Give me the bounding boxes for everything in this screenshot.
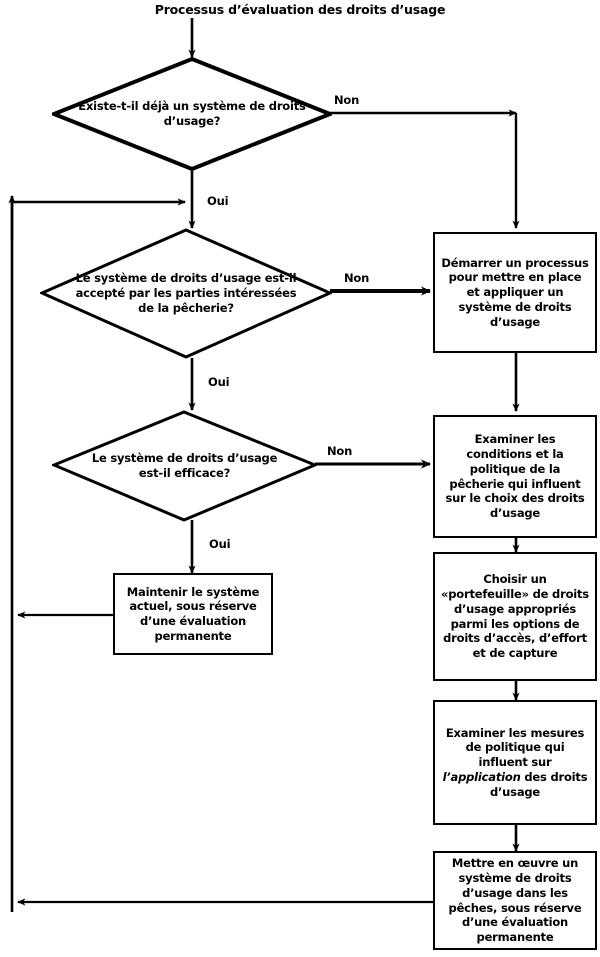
- process-choose-portfolio[interactable]: Choisir un «portefeuille» de droits d’us…: [433, 552, 597, 681]
- decision-d1-shape: [52, 57, 332, 171]
- process-implement[interactable]: Mettre en œuvre un système de droits d’u…: [433, 851, 597, 950]
- process-examine-policy-emphasis: l’application: [442, 769, 521, 784]
- process-choose-portfolio-label: Choisir un «portefeuille» de droits d’us…: [441, 572, 589, 660]
- decision-d2-shape: [40, 228, 332, 359]
- edge-label-d1-no: Non: [334, 93, 360, 107]
- edge-label-d2-yes: Oui: [208, 375, 230, 389]
- process-implement-label: Mettre en œuvre un système de droits d’u…: [448, 856, 582, 944]
- process-examine-policy-label: Examiner les mesures de politique qui in…: [441, 726, 589, 800]
- process-start-label: Démarrer un processus pour mettre en pla…: [441, 255, 589, 329]
- edge-label-d3-yes: Oui: [209, 537, 231, 551]
- process-maintain-label: Maintenir le système actuel, sous réserv…: [126, 584, 260, 643]
- decision-d1[interactable]: Existe-t-il déjà un système de droits d’…: [52, 57, 332, 171]
- process-examine-conditions-label: Examiner les conditions et la politique …: [445, 432, 585, 520]
- diagram-title: Processus d’évaluation des droits d’usag…: [154, 2, 446, 17]
- process-examine-policy-text-pre: Examiner les mesures de politique qui in…: [445, 725, 585, 770]
- edge-label-d3-no: Non: [327, 444, 353, 458]
- edge-label-d2-no: Non: [344, 271, 370, 285]
- edge-label-d1-yes: Oui: [207, 194, 229, 208]
- process-start[interactable]: Démarrer un processus pour mettre en pla…: [433, 232, 597, 353]
- process-examine-policy[interactable]: Examiner les mesures de politique qui in…: [433, 700, 597, 825]
- decision-d2-label: Le système de droits d’usage est-il acce…: [75, 271, 297, 315]
- decision-d3-label: Le système de droits d’usage est-il effi…: [91, 451, 278, 480]
- process-maintain[interactable]: Maintenir le système actuel, sous réserv…: [113, 573, 273, 655]
- decision-d2[interactable]: Le système de droits d’usage est-il acce…: [40, 228, 332, 359]
- decision-d1-label: Existe-t-il déjà un système de droits d’…: [78, 99, 306, 128]
- decision-d3-shape: [52, 410, 317, 522]
- process-examine-conditions[interactable]: Examiner les conditions et la politique …: [433, 415, 597, 538]
- decision-d3[interactable]: Le système de droits d’usage est-il effi…: [52, 410, 317, 522]
- process-examine-policy-text-post: des droits d’usage: [489, 769, 588, 799]
